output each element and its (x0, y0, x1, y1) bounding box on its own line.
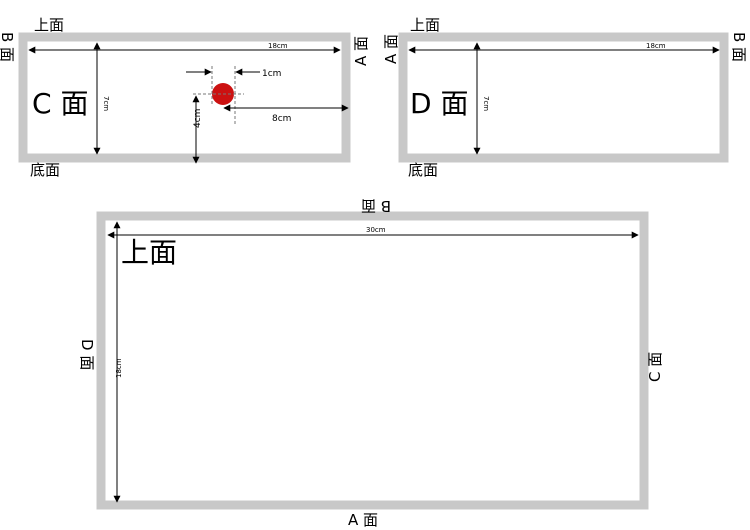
panel-d-bottom-label: 底面 (408, 161, 438, 179)
panel-c-top-label: 上面 (34, 16, 64, 34)
panel-d-right-label: B 面 (730, 32, 748, 62)
panel-d-left-label: A 面 (382, 34, 400, 64)
panel-c-frame (18, 32, 351, 163)
panel-d-frame (398, 32, 729, 163)
panel-d-face-label: D 面 (410, 87, 468, 120)
panel-main-width-label: 30cm (366, 226, 386, 234)
panel-d-width-label: 18cm (646, 42, 666, 50)
panel-c: 上面 底面 B 面 A 面 C 面 18cm 7cm 1cm 8cm 4cm (0, 16, 370, 179)
panel-main: B 面 A 面 D 面 C 面 上面 30cm 18cm (78, 197, 664, 529)
panel-c-bottom-label: 底面 (30, 161, 60, 179)
panel-c-right-label: A 面 (352, 36, 370, 66)
panel-c-offset-top-label: 1cm (262, 69, 281, 79)
panel-d: 上面 底面 A 面 B 面 D 面 18cm 7cm (382, 16, 748, 179)
panel-main-left-label: D 面 (78, 339, 96, 370)
panel-c-left-label: B 面 (0, 32, 16, 62)
panel-main-face-label: 上面 (121, 236, 177, 269)
panel-c-height-label: 7cm (102, 96, 110, 111)
panel-main-frame (96, 211, 649, 510)
panel-main-right-label: C 面 (646, 352, 664, 382)
panel-main-height-label: 18cm (115, 358, 123, 378)
panel-c-face-label: C 面 (32, 87, 88, 120)
panel-c-offset-bottom-label: 4cm (193, 109, 203, 128)
panel-main-top-label: B 面 (361, 197, 391, 215)
panel-c-width-label: 18cm (268, 42, 288, 50)
panel-c-offset-right-label: 8cm (272, 114, 291, 124)
panel-main-bottom-label: A 面 (348, 511, 378, 529)
panel-d-height-label: 7cm (482, 96, 490, 111)
panel-d-top-label: 上面 (410, 16, 440, 34)
